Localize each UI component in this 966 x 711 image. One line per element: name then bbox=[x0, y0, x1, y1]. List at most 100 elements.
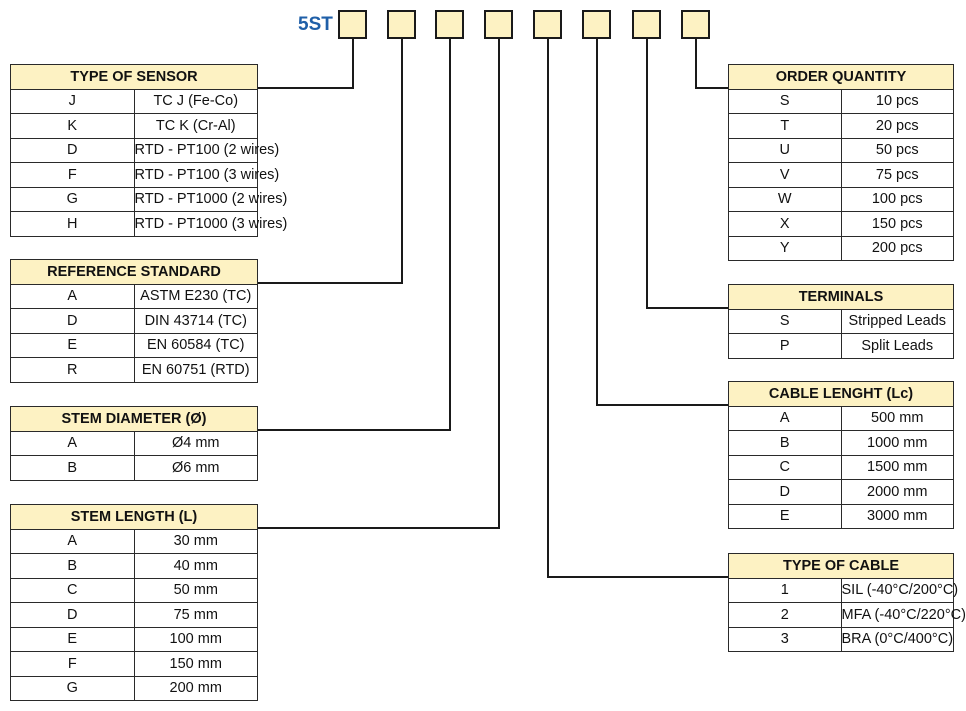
code-box-length bbox=[484, 10, 513, 39]
option-description: RTD - PT100 (3 wires) bbox=[133, 162, 279, 188]
option-code: W bbox=[728, 186, 842, 212]
option-code: H bbox=[10, 211, 135, 237]
option-description: RTD - PT100 (2 wires) bbox=[133, 137, 279, 163]
option-code: E bbox=[10, 332, 135, 358]
option-description: 1000 mm bbox=[840, 430, 954, 456]
option-description: 50 mm bbox=[133, 577, 258, 603]
table-title: STEM LENGTH (L) bbox=[10, 504, 258, 530]
option-description: RTD - PT1000 (2 wires) bbox=[133, 186, 287, 212]
option-description: TC J (Fe-Co) bbox=[133, 88, 258, 114]
code-box-cable-type bbox=[533, 10, 562, 39]
code-box-sensor bbox=[338, 10, 367, 39]
option-code: B bbox=[10, 455, 135, 481]
table-title: STEM DIAMETER (Ø) bbox=[10, 406, 258, 432]
option-description: 20 pcs bbox=[840, 113, 954, 139]
table-title: TYPE OF SENSOR bbox=[10, 64, 258, 90]
option-code: T bbox=[728, 113, 842, 139]
option-description: Ø4 mm bbox=[133, 430, 258, 456]
connector-length bbox=[258, 39, 500, 529]
option-code: B bbox=[728, 430, 842, 456]
table-title: REFERENCE STANDARD bbox=[10, 259, 258, 285]
option-description: DIN 43714 (TC) bbox=[133, 308, 258, 334]
option-code: 2 bbox=[728, 602, 842, 628]
option-description: 100 mm bbox=[133, 626, 258, 652]
connector-sensor bbox=[258, 39, 354, 89]
table-title: TERMINALS bbox=[728, 284, 954, 310]
option-description: SIL (-40°C/200°C) bbox=[840, 577, 958, 603]
option-description: 50 pcs bbox=[840, 137, 954, 163]
option-code: D bbox=[10, 308, 135, 334]
option-description: 30 mm bbox=[133, 528, 258, 554]
option-description: 75 mm bbox=[133, 602, 258, 628]
option-description: 2000 mm bbox=[840, 479, 954, 505]
option-description: 75 pcs bbox=[840, 162, 954, 188]
option-description: 200 pcs bbox=[840, 235, 954, 261]
option-code: X bbox=[728, 211, 842, 237]
option-description: 200 mm bbox=[133, 675, 258, 701]
option-code: J bbox=[10, 88, 135, 114]
option-code: F bbox=[10, 162, 135, 188]
option-description: RTD - PT1000 (3 wires) bbox=[133, 211, 287, 237]
option-code: K bbox=[10, 113, 135, 139]
option-code: G bbox=[10, 186, 135, 212]
option-description: 40 mm bbox=[133, 553, 258, 579]
option-code: C bbox=[10, 577, 135, 603]
option-code: D bbox=[10, 137, 135, 163]
code-box-cable-length bbox=[582, 10, 611, 39]
option-code: P bbox=[728, 333, 842, 359]
option-description: MFA (-40°C/220°C) bbox=[840, 602, 966, 628]
option-description: TC K (Cr-Al) bbox=[133, 113, 258, 139]
option-code: 3 bbox=[728, 626, 842, 652]
option-code: R bbox=[10, 357, 135, 383]
option-description: ASTM E230 (TC) bbox=[133, 283, 258, 309]
connector-diameter bbox=[258, 39, 451, 431]
option-code: A bbox=[10, 528, 135, 554]
option-code: F bbox=[10, 651, 135, 677]
option-description: BRA (0°C/400°C) bbox=[840, 626, 954, 652]
option-description: Stripped Leads bbox=[840, 308, 954, 334]
connector-terminals bbox=[646, 39, 728, 309]
option-description: Ø6 mm bbox=[133, 455, 258, 481]
code-box-quantity bbox=[681, 10, 710, 39]
option-code: B bbox=[10, 553, 135, 579]
option-description: 100 pcs bbox=[840, 186, 954, 212]
option-description: 1500 mm bbox=[840, 454, 954, 480]
option-code: A bbox=[10, 430, 135, 456]
option-code: E bbox=[728, 503, 842, 529]
option-description: 150 mm bbox=[133, 651, 258, 677]
connector-cable-type bbox=[547, 39, 728, 578]
